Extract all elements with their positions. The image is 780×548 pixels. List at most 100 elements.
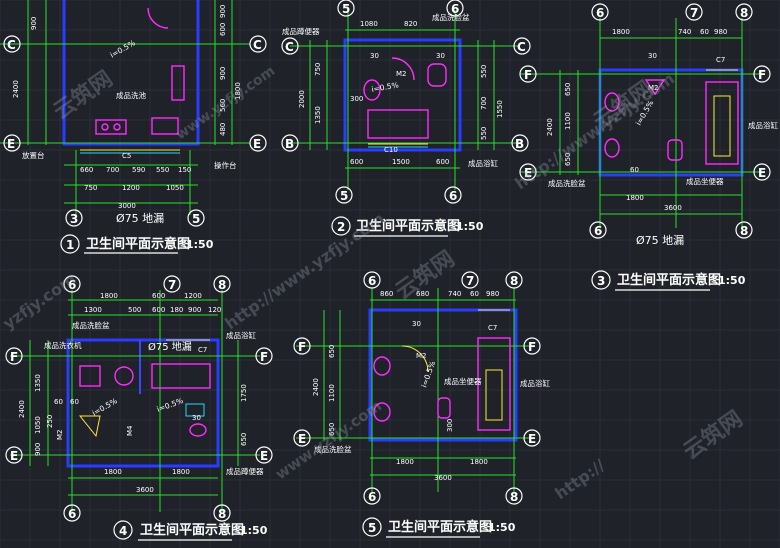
- plan-1-dim-550: 550: [156, 166, 169, 174]
- svg-text:卫生间平面示意图: 卫生间平面示意图: [617, 272, 721, 288]
- plan-2-dim-1500: 1500: [392, 158, 410, 166]
- plan-4-dim-600b: 600: [152, 306, 165, 314]
- plan-4-washer: [79, 365, 101, 387]
- plan-2-dim-1550: 1550: [496, 100, 504, 118]
- plan-3-dim-980: 980: [714, 28, 727, 36]
- plan-4-label-basin: 成品洗脸盆: [72, 320, 110, 330]
- plan-2-dim-600: 600: [350, 158, 363, 166]
- plan-1-walls: [62, 0, 200, 146]
- svg-text:8: 8: [740, 224, 748, 238]
- plan-1-label-operation: 操作台: [214, 160, 237, 170]
- watermark-url-5: www.yzfjy.com: [272, 397, 385, 484]
- svg-text:6: 6: [368, 490, 376, 504]
- plan-5-axis-e-right: E: [523, 429, 541, 447]
- plan-2-dim-820: 820: [404, 20, 417, 28]
- plan-2-title-block: 2 卫生间平面示意图 1:50: [331, 216, 484, 237]
- plan-4-door-mark: [78, 415, 101, 438]
- plan-5-window-tag: C7: [488, 324, 497, 332]
- plan-2-axis-5-bottom: 5: [335, 186, 353, 204]
- plan-5-dim-650b: 650: [328, 423, 336, 436]
- plan-3-title-block: 3 卫生间平面示意图 1:50: [591, 270, 746, 291]
- svg-text:5: 5: [342, 2, 350, 16]
- plan-3-bathtub: [705, 81, 739, 165]
- plan-3-dim-650b: 650: [564, 153, 572, 166]
- plan-5-dim-860: 860: [380, 290, 393, 298]
- svg-text:F: F: [758, 68, 766, 82]
- plan-2-bathtub: [367, 109, 429, 139]
- svg-text:C: C: [517, 40, 526, 54]
- plan-5-dim-650: 650: [328, 345, 336, 358]
- plan-3-washbasin-2: [604, 138, 620, 158]
- plan-4-door: M2: [56, 430, 64, 441]
- plan-1-dim-1800: 1800: [234, 82, 242, 100]
- plan-4-axis-e: E: [5, 446, 23, 464]
- svg-text:C: C: [253, 38, 262, 52]
- svg-text:卫生间平面示意图: 卫生间平面示意图: [356, 218, 460, 234]
- plan-4-dim-1800: 1800: [100, 292, 118, 300]
- plan-4-mark-60b: 60: [70, 398, 79, 406]
- plan-5-dim-1100: 1100: [328, 384, 336, 402]
- plan-1-dim-900c: 900: [219, 5, 227, 18]
- plan-5-washbasin-2: [373, 402, 391, 422]
- plan-3-drain: Ø75 地漏: [636, 234, 684, 247]
- plan-1-dim-150: 150: [178, 166, 191, 174]
- plan-5-walls: [368, 308, 518, 442]
- plan-3-dim-60: 60: [700, 28, 709, 36]
- plan-2-door: M2: [396, 70, 407, 78]
- plan-1-label-sink: 成品洗池: [116, 90, 146, 100]
- plan-1: i=0.5% 成品洗池 放置台 操作台 C5 2400 900 600 1800…: [0, 0, 267, 254]
- plan-1-axis-3: 3: [65, 209, 83, 227]
- plan-2-dim-2000: 2000: [298, 90, 306, 108]
- svg-text:E: E: [7, 137, 15, 151]
- plan-3-axis-6-bottom: 6: [589, 221, 607, 239]
- svg-text:6: 6: [449, 189, 457, 203]
- plan-2-mark-300: 300: [350, 95, 363, 103]
- plan-1-dim-2400: 2400: [12, 80, 20, 98]
- plan-4-dim-600: 600: [152, 292, 165, 300]
- plan-5-door: M2: [416, 352, 427, 360]
- plan-4-dim-1050: 1050: [34, 416, 42, 434]
- plan-5-door-swing: [401, 345, 429, 373]
- plan-1-axis-c: C: [3, 35, 21, 53]
- plan-4-label-tub: 成品浴缸: [226, 330, 256, 340]
- plan-5-dim-60: 60: [470, 290, 479, 298]
- plan-2-walls: [343, 38, 462, 152]
- plan-5-dim-680: 680: [416, 290, 429, 298]
- plan-5-bathtub: [477, 337, 511, 431]
- svg-text:F: F: [260, 350, 268, 364]
- plan-1-label-shelf: 放置台: [22, 150, 45, 160]
- plan-1-dim-750: 750: [84, 184, 97, 192]
- plan-1-dim-700: 700: [106, 166, 119, 174]
- plan-3-axis-8-top: 8: [735, 3, 753, 21]
- plan-4-axis-6-bottom: 6: [63, 504, 81, 522]
- svg-text:6: 6: [368, 274, 376, 288]
- plan-1-door-swing: [147, 7, 169, 29]
- plan-5-label-toilet: 成品坐便器: [444, 376, 482, 386]
- plan-1-dim-3000: 3000: [118, 202, 136, 210]
- plan-2-mark-30: 30: [370, 52, 379, 60]
- svg-text:6: 6: [451, 2, 459, 16]
- svg-text:E: E: [253, 137, 261, 151]
- svg-text:1:50: 1:50: [718, 274, 746, 287]
- plan-2-mark-30b: 30: [436, 52, 445, 60]
- svg-text:7: 7: [168, 278, 176, 292]
- plan-2-label-tub: 成品浴缸: [468, 158, 498, 168]
- plan-5-toilet: [437, 397, 451, 419]
- plan-4-mark-250: 250: [46, 415, 54, 428]
- plan-1-fixture-counter: [95, 119, 127, 135]
- plan-2-door-swing: [391, 57, 415, 81]
- plan-2-axis-c: C: [281, 37, 299, 55]
- plan-4-door-2: M4: [126, 425, 134, 436]
- plan-4-dim-500: 500: [128, 306, 141, 314]
- plan-2-axis-b: B: [281, 134, 299, 152]
- plan-4-dim-1750: 1750: [240, 384, 248, 402]
- plan-3-dim-740: 740: [678, 28, 691, 36]
- plan-1-dim-590: 590: [132, 166, 145, 174]
- svg-text:卫生间平面示意图: 卫生间平面示意图: [388, 519, 492, 535]
- plan-3-axis-7-top: 7: [685, 3, 703, 21]
- plan-1-dim-480: 480: [219, 123, 227, 136]
- svg-text:8: 8: [510, 274, 518, 288]
- plan-3-mark-60: 60: [630, 166, 639, 174]
- plan-2-axis-6-top: 6: [446, 0, 464, 17]
